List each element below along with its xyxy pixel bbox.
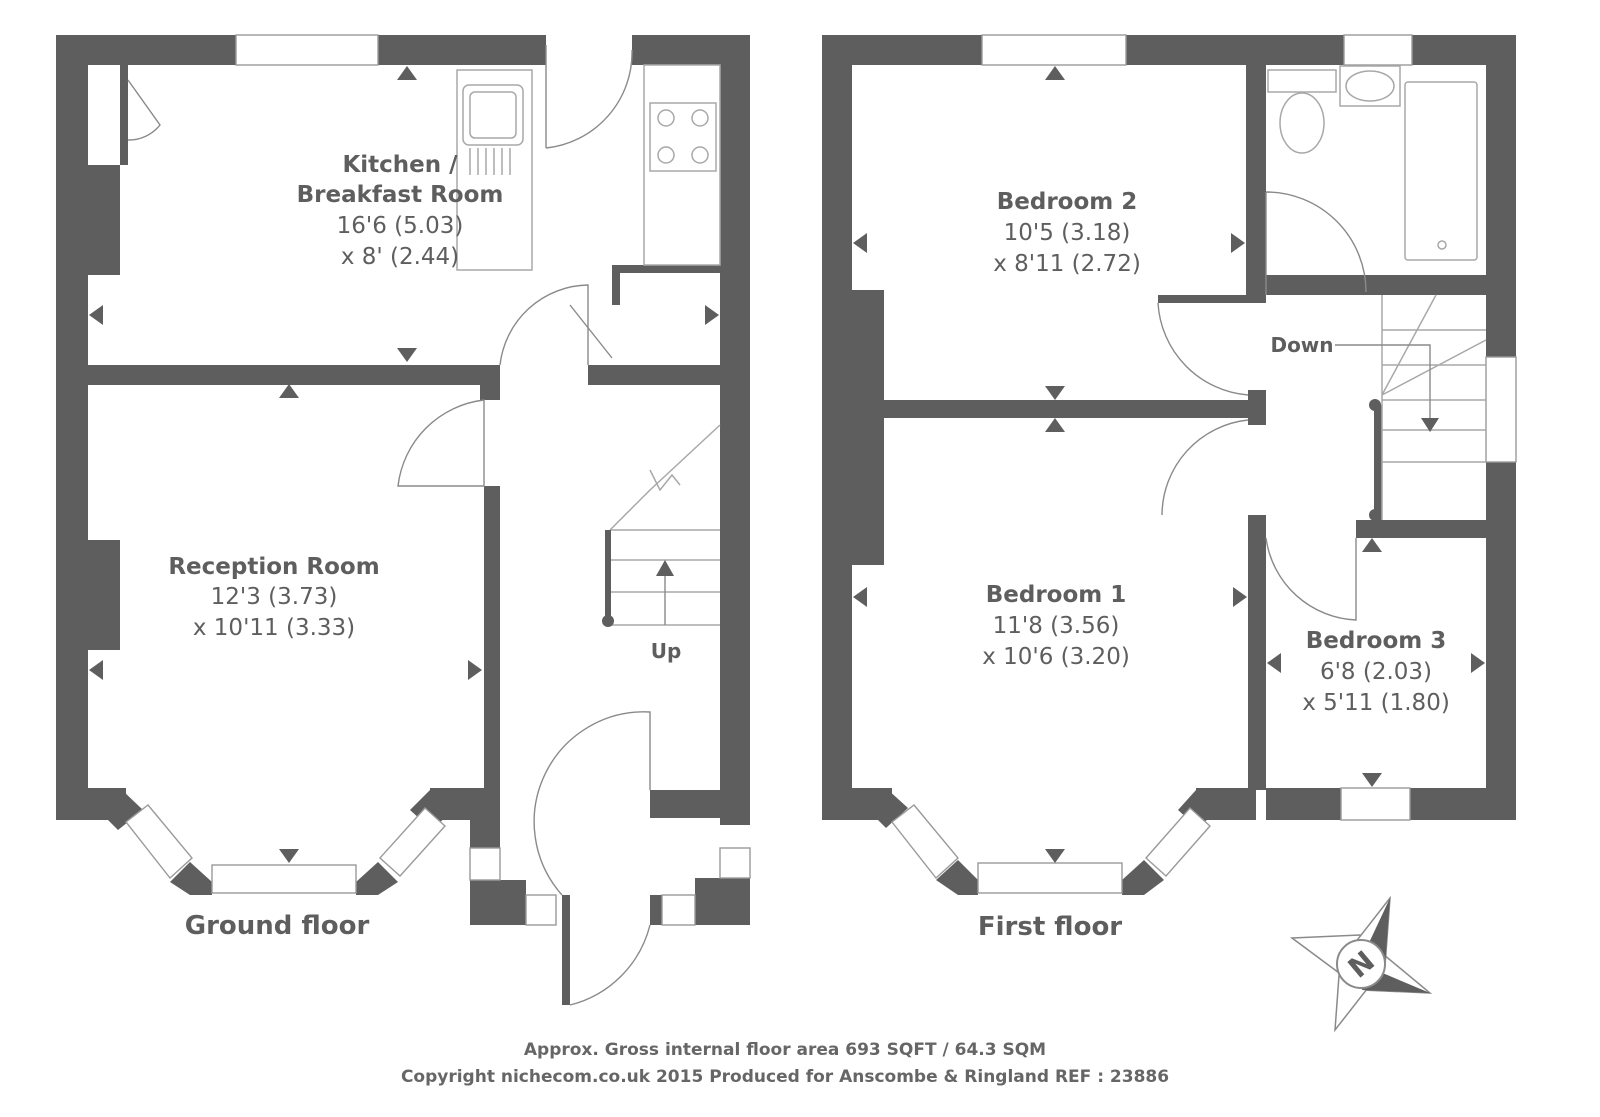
ground-floor-plan xyxy=(56,34,751,1006)
bedroom2-name: Bedroom 2 xyxy=(997,189,1138,215)
reception-dim1: 12'3 (3.73) xyxy=(211,584,338,610)
bedroom1-name: Bedroom 1 xyxy=(986,582,1127,608)
bedroom2-dim1: 10'5 (3.18) xyxy=(1004,220,1131,246)
bedroom1-dim2: x 10'6 (3.20) xyxy=(982,644,1130,670)
stairs-down-label: Down xyxy=(1270,333,1333,357)
first-floor-plan xyxy=(822,34,1517,895)
copyright-text: Copyright nichecom.co.uk 2015 Produced f… xyxy=(401,1067,1169,1087)
bedroom3-dim2: x 5'11 (1.80) xyxy=(1302,690,1450,716)
ground-floor-label: Ground floor xyxy=(185,911,370,941)
kitchen-name-line2: Breakfast Room xyxy=(297,182,504,208)
kitchen-dim2: x 8' (2.44) xyxy=(341,244,459,270)
bedroom1-dim1: 11'8 (3.56) xyxy=(993,613,1120,639)
bedroom3-name: Bedroom 3 xyxy=(1306,628,1447,654)
kitchen-name-line1: Kitchen / xyxy=(342,152,458,178)
reception-dim2: x 10'11 (3.33) xyxy=(193,615,355,641)
stairs-up-label: Up xyxy=(651,639,682,663)
kitchen-dim1: 16'6 (5.03) xyxy=(337,213,464,239)
bedroom2-dim2: x 8'11 (2.72) xyxy=(993,251,1141,277)
floor-area-text: Approx. Gross internal floor area 693 SQ… xyxy=(524,1040,1046,1060)
compass-icon: N xyxy=(1289,895,1433,1033)
bedroom3-dim1: 6'8 (2.03) xyxy=(1320,659,1432,685)
first-floor-label: First floor xyxy=(978,912,1122,942)
reception-name: Reception Room xyxy=(168,554,379,580)
